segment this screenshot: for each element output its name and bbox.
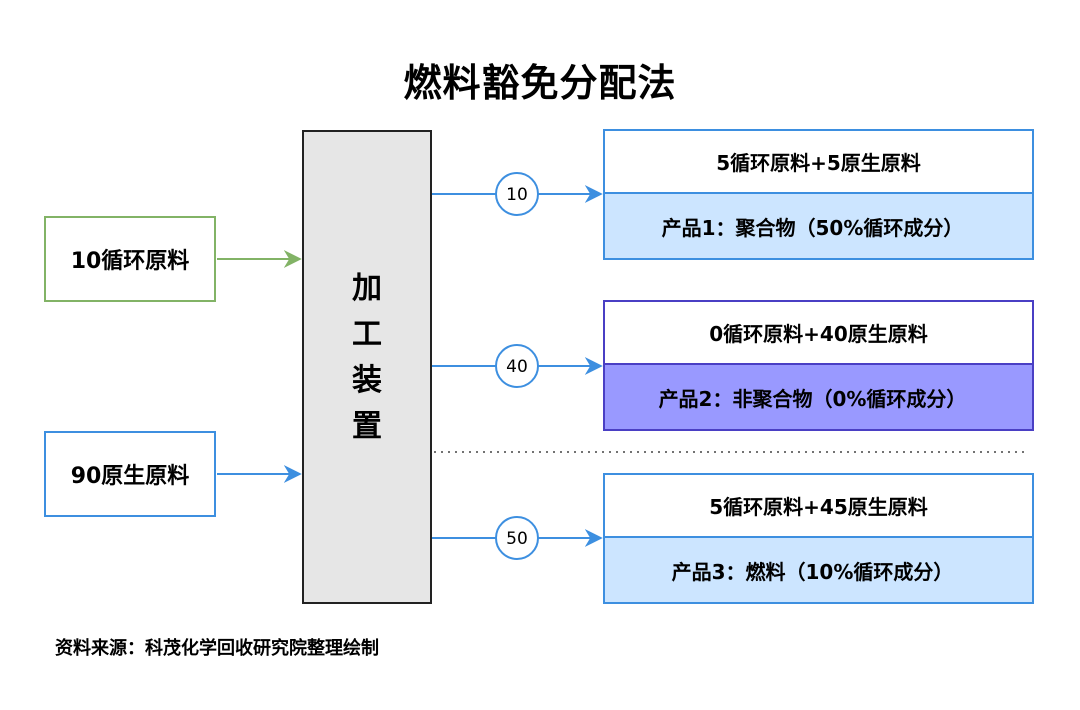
- flow-badge-3-value: 50: [506, 529, 528, 549]
- output-1-header: 5循环原料+5原生原料: [605, 131, 1032, 194]
- input-virgin-feedstock: 90原生原料: [44, 431, 216, 517]
- output-box-3: 5循环原料+45原生原料 产品3：燃料（10%循环成分）: [603, 473, 1034, 604]
- input-recycled-label: 10循环原料: [70, 249, 190, 274]
- flow-badge-1-value: 10: [506, 185, 528, 205]
- flow-badge-2: 40: [495, 344, 539, 388]
- output-box-1: 5循环原料+5原生原料 产品1：聚合物（50%循环成分）: [603, 129, 1034, 260]
- input-recycled-feedstock: 10循环原料: [44, 216, 216, 302]
- source-note: 资料来源：科茂化学回收研究院整理绘制: [55, 638, 379, 659]
- output-3-product-row: 产品3：燃料（10%循环成分）: [605, 538, 1032, 602]
- output-2-product: 产品2：非聚合物（0%循环成分）: [658, 386, 967, 411]
- flow-badge-3: 50: [495, 516, 539, 560]
- flow-badge-2-value: 40: [506, 357, 528, 377]
- output-box-2: 0循环原料+40原生原料 产品2：非聚合物（0%循环成分）: [603, 300, 1034, 431]
- output-3-product: 产品3：燃料（10%循环成分）: [671, 559, 954, 584]
- input-virgin-label: 90原生原料: [70, 464, 190, 489]
- output-1-product-row: 产品1：聚合物（50%循环成分）: [605, 194, 1032, 258]
- output-3-header: 5循环原料+45原生原料: [605, 475, 1032, 538]
- output-2-product-row: 产品2：非聚合物（0%循环成分）: [605, 365, 1032, 429]
- flow-badge-1: 10: [495, 172, 539, 216]
- diagram-title: 燃料豁免分配法: [403, 61, 677, 105]
- output-1-product: 产品1：聚合物（50%循环成分）: [661, 215, 964, 240]
- output-2-header: 0循环原料+40原生原料: [605, 302, 1032, 365]
- processing-unit-label: 加工装置: [352, 271, 382, 444]
- processing-unit: 加工装置: [302, 130, 432, 604]
